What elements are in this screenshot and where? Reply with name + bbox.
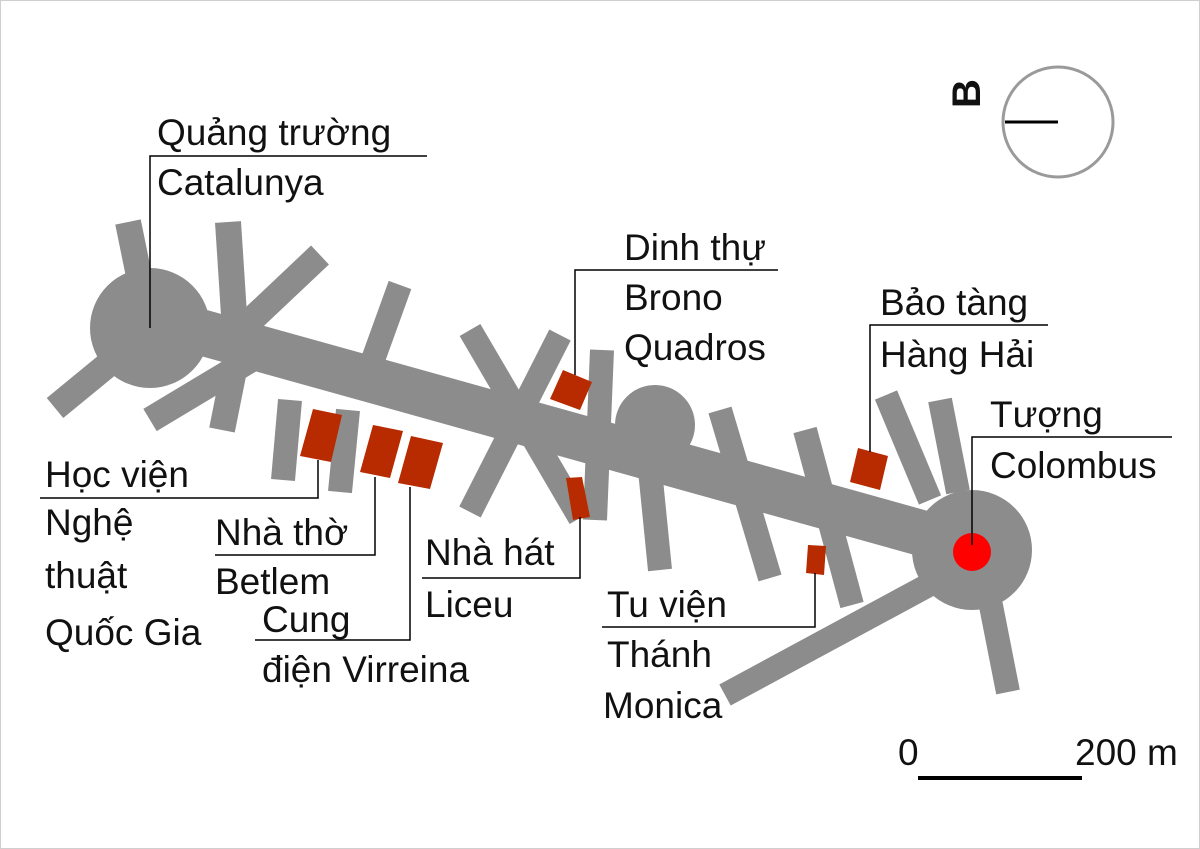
side-street — [328, 408, 360, 494]
side-street — [638, 468, 672, 572]
label-line: Học viện — [45, 454, 189, 495]
leader-dinh-thu — [574, 269, 778, 375]
label-hoc-vien: Học viện Nghệ thuật Quốc Gia — [45, 454, 202, 653]
side-street — [970, 557, 1020, 695]
building-bao-tang — [850, 448, 888, 490]
label-line: Hàng Hải — [880, 334, 1034, 375]
square-circle-middle — [615, 385, 695, 465]
label-line: Bảo tàng — [880, 282, 1028, 323]
label-line: Tượng — [990, 394, 1103, 435]
label-line: Thánh — [607, 634, 712, 675]
label-line: Monica — [603, 685, 723, 726]
label-line: Tu viện — [607, 584, 727, 625]
side-street — [358, 280, 412, 373]
landmark-buildings — [300, 370, 888, 575]
scale-bar: 0 200 m — [898, 732, 1178, 780]
scale-start-label: 0 — [898, 732, 919, 773]
leader-nha-tho — [215, 477, 376, 556]
side-street — [221, 245, 329, 350]
label-dinh-thu: Dinh thự Brono Quadros — [624, 227, 766, 368]
side-street — [928, 397, 970, 495]
label-bao-tang: Bảo tàng Hàng Hải — [880, 282, 1034, 375]
label-line: Colombus — [990, 445, 1157, 486]
label-line: Cung — [262, 599, 350, 640]
label-line: Quảng trường — [157, 112, 391, 153]
label-line: Dinh thự — [624, 227, 766, 268]
leader-nha-hat — [422, 517, 581, 579]
building-nha-hat — [566, 477, 590, 520]
side-street — [719, 549, 981, 706]
side-street — [708, 406, 782, 582]
label-line: Brono — [624, 277, 723, 318]
leader-bao-tang — [869, 324, 1048, 452]
label-line: Catalunya — [157, 162, 324, 203]
label-line: Nhà thờ — [215, 512, 348, 553]
label-colombus: Tượng Colombus — [990, 394, 1157, 486]
side-street — [46, 319, 159, 419]
label-line: Quadros — [624, 327, 766, 368]
side-street — [271, 398, 302, 482]
building-dinh-thu — [550, 370, 592, 410]
side-street — [874, 390, 942, 505]
label-line: điện Virreina — [262, 649, 469, 690]
building-tu-vien — [806, 545, 826, 575]
leader-hoc-vien — [40, 460, 319, 499]
leader-lines — [40, 155, 1172, 641]
leader-cung-dien — [255, 487, 411, 641]
scale-end-label: 200 m — [1075, 732, 1178, 773]
compass-ring — [1001, 65, 1115, 179]
label-nha-hat: Nhà hát Liceu — [425, 532, 555, 625]
label-nha-tho: Nhà thờ Betlem — [215, 512, 348, 602]
side-street — [215, 221, 248, 331]
north-compass: B — [945, 65, 1115, 179]
label-line: thuật — [45, 555, 128, 596]
label-line: Quốc Gia — [45, 612, 202, 653]
side-street — [793, 426, 864, 609]
label-line: Liceu — [425, 584, 513, 625]
leader-colombus — [971, 436, 1172, 545]
label-line: Nhà hát — [425, 532, 555, 573]
building-hoc-vien — [300, 409, 342, 462]
label-tu-vien: Tu viện Thánh Monica — [603, 584, 727, 726]
side-street — [583, 349, 614, 521]
building-nha-tho — [360, 425, 403, 478]
side-street — [143, 348, 257, 432]
leader-tu-vien — [602, 573, 816, 628]
side-street — [459, 329, 571, 518]
side-street — [115, 219, 161, 323]
colombus-statue-marker — [953, 533, 991, 571]
label-line: Nghệ — [45, 502, 133, 543]
street-network — [46, 219, 1032, 706]
building-cung-dien — [398, 436, 443, 489]
label-catalunya: Quảng trường Catalunya — [157, 112, 391, 203]
leader-catalunya — [149, 155, 427, 328]
label-cung-dien: Cung điện Virreina — [262, 599, 469, 690]
north-label: B — [945, 79, 989, 108]
label-line: Betlem — [215, 561, 330, 602]
